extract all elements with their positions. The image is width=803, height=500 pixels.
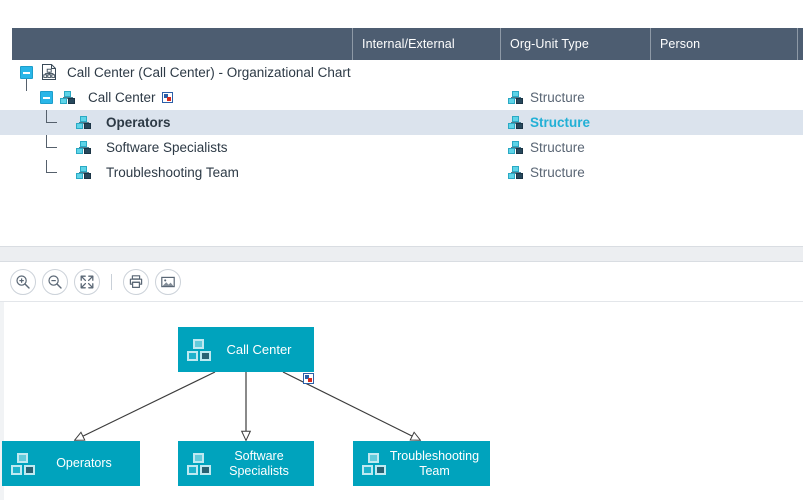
org-unit-icon [76,116,91,129]
table-row[interactable]: Call Center (Call Center) - Organization… [0,60,803,85]
tree-node-cell: Software Specialists [0,135,500,160]
expander-collapse-icon[interactable] [20,66,33,79]
chart-toolbar [0,262,803,302]
org-unit-icon [76,166,91,179]
column-header-internal-external[interactable]: Internal/External [352,28,500,60]
zoom-in-button[interactable] [10,268,36,295]
table-row[interactable]: Software Specialists Structure [0,135,803,160]
table-header-row: Internal/External Org-Unit Type Person [12,28,803,60]
tree-guide-line [46,147,57,148]
org-unit-icon [186,338,212,362]
tree-node-label: Software Specialists [106,140,228,155]
table-row[interactable]: Call Center Structure [0,79,803,110]
tree-guide-line [46,160,47,173]
tree-row-list: Call Center (Call Center) - Organization… [0,60,803,185]
org-unit-icon [508,116,523,129]
org-node-label: Software Specialists [229,448,289,478]
column-header-spacer [797,28,803,60]
zoom-in-icon [16,274,30,289]
org-node-label: Call Center [226,342,292,357]
zoom-out-button[interactable] [42,268,68,295]
zoom-out-icon [48,274,62,289]
panel-splitter[interactable] [0,246,803,262]
org-unit-icon [508,166,523,179]
tree-guide-line [46,122,57,123]
table-row[interactable]: Troubleshooting Team Structure [0,160,803,185]
org-unit-icon [361,452,387,476]
column-header-name[interactable] [12,28,352,60]
org-unit-type-cell: Structure [508,160,585,185]
tree-node-cell: Call Center [0,85,500,110]
org-unit-type-cell: Structure [508,135,585,160]
expander-collapse-icon[interactable] [40,91,53,104]
fit-screen-button[interactable] [74,268,100,295]
fit-screen-icon [80,275,94,288]
org-node-operators[interactable]: Operators [2,441,140,486]
org-unit-type-cell: Structure [508,110,590,135]
export-image-button[interactable] [155,268,181,295]
tree-node-label: Call Center (Call Center) - Organization… [67,65,351,80]
org-node-label: Operators [56,456,112,470]
column-header-person[interactable]: Person [650,28,797,60]
org-unit-icon [10,452,36,476]
column-header-org-unit-type[interactable]: Org-Unit Type [500,28,650,60]
tree-node-label: Operators [106,115,171,130]
org-chart-document-icon [41,64,57,80]
org-unit-icon [60,91,75,104]
org-unit-icon [508,141,523,154]
org-unit-type-cell: Structure [508,85,585,110]
tree-node-cell: Operators [0,110,500,135]
org-node-software-specialists[interactable]: Software Specialists [178,441,314,486]
org-unit-type-label: Structure [530,165,585,180]
org-unit-type-label: Structure [530,115,591,130]
tree-guide-line [46,135,47,148]
chief-position-marker-icon [161,92,173,103]
org-node-label: Troubleshooting Team [389,448,480,478]
org-unit-type-label: Structure [530,90,585,105]
org-unit-icon [508,91,523,104]
tree-node-cell: Call Center (Call Center) - Organization… [0,60,500,85]
image-icon [161,276,175,287]
org-unit-icon [76,141,91,154]
chief-position-marker-icon [303,373,314,384]
tree-guide-line [26,79,27,91]
tree-node-cell: Troubleshooting Team [0,160,500,185]
print-button[interactable] [123,268,149,295]
toolbar-separator [111,273,112,290]
tree-guide-line [46,172,57,173]
canvas-left-rail [0,302,4,500]
tree-node-label: Troubleshooting Team [106,165,239,180]
table-row[interactable]: Operators Structure [0,110,803,135]
org-chart-tree-panel: Internal/External Org-Unit Type Person [0,0,803,246]
tree-guide-line [46,110,47,123]
printer-icon [129,274,143,288]
org-unit-type-label: Structure [530,140,585,155]
tree-node-label: Call Center [88,90,156,105]
org-node-troubleshooting-team[interactable]: Troubleshooting Team [353,441,490,486]
org-unit-icon [186,452,212,476]
org-node-call-center[interactable]: Call Center [178,327,314,372]
